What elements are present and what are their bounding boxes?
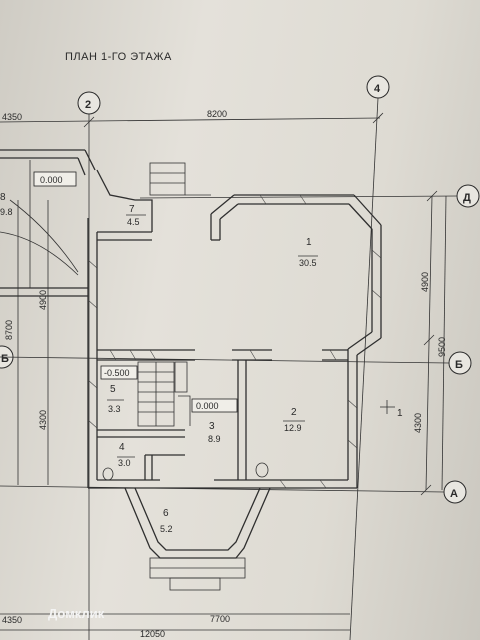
- level-box-left: [33, 171, 77, 187]
- svg-text:6: 6: [163, 508, 169, 519]
- svg-text:8: 8: [0, 192, 6, 203]
- dim-bottom-4350: 4350: [2, 615, 22, 625]
- room-2-label: 2 12.9: [283, 407, 305, 433]
- svg-text:8.9: 8.9: [208, 434, 221, 444]
- svg-text:5: 5: [110, 384, 116, 395]
- outer-walls: [87, 194, 382, 489]
- left-wing: [0, 149, 96, 297]
- svg-text:3.0: 3.0: [118, 458, 131, 468]
- axis-b-label: Б: [455, 359, 463, 371]
- level-box-stair: [100, 365, 138, 380]
- dim-bottom-12050: 12050: [140, 629, 165, 639]
- svg-text:2: 2: [291, 407, 297, 418]
- svg-text:3.3: 3.3: [108, 404, 121, 414]
- axis-b-line: [0, 356, 450, 364]
- dim-right-4300: 4300: [413, 413, 423, 433]
- room-7-label: 7 4.5: [126, 204, 146, 227]
- fixture-room-4: [102, 467, 114, 481]
- axis-a-label: А: [450, 488, 458, 500]
- axis-a-line: [0, 485, 445, 493]
- svg-text:12.9: 12.9: [284, 423, 302, 433]
- axis-4-label: 4: [374, 83, 381, 95]
- porch-room-7: [96, 162, 211, 232]
- dim-bottom-7700: 7700: [210, 614, 230, 624]
- room-4-label: 4 3.0: [117, 442, 135, 468]
- svg-text:7: 7: [129, 204, 135, 215]
- staircase: [137, 361, 191, 427]
- svg-text:4: 4: [119, 442, 125, 453]
- fixture-room-2: [255, 462, 269, 478]
- dim-left-8700: 8700: [4, 320, 14, 340]
- dim-left-4900: 4900: [38, 290, 48, 310]
- bottom-bay-room-6: [124, 487, 271, 591]
- section-mark-label: 1: [397, 408, 403, 419]
- axis-b-left-label: Б: [1, 353, 9, 365]
- wall-hatching: [87, 194, 382, 489]
- dim-top-right: 8200: [207, 109, 227, 119]
- svg-text:1: 1: [306, 237, 312, 248]
- room-6-label: 6 5.2: [160, 508, 173, 534]
- room-1-label: 1 30.5: [298, 237, 318, 268]
- axis-d-label: Д: [463, 192, 471, 204]
- section-mark: 1: [380, 400, 403, 419]
- axis-d-line: [139, 195, 458, 199]
- svg-text:3: 3: [209, 421, 215, 432]
- room-8-label: 8 9.8: [0, 192, 13, 217]
- level-hall: 0.000: [196, 401, 219, 411]
- right-dimension-line: [425, 195, 433, 491]
- level-stair: -0.500: [104, 368, 130, 378]
- room-5-label: 5 3.3: [107, 384, 124, 414]
- dim-left-4300: 4300: [38, 410, 48, 430]
- svg-text:5.2: 5.2: [160, 524, 173, 534]
- axis-4-line: [349, 97, 379, 640]
- svg-text:30.5: 30.5: [299, 258, 317, 268]
- svg-text:9.8: 9.8: [0, 207, 13, 217]
- dim-right-4900: 4900: [420, 272, 430, 292]
- dim-right-9500: 9500: [437, 337, 447, 357]
- axis-2-label: 2: [85, 99, 91, 111]
- svg-text:4.5: 4.5: [127, 217, 140, 227]
- plan-title: ПЛАН 1-ГО ЭТАЖА: [65, 51, 172, 63]
- watermark-logo: Домклик: [48, 606, 105, 621]
- room-3-label: 3 8.9: [208, 421, 221, 444]
- level-box-hall: [191, 398, 238, 413]
- dim-top-left: 4350: [2, 112, 22, 122]
- level-left: 0.000: [40, 175, 63, 185]
- top-dimension-line: [0, 117, 381, 123]
